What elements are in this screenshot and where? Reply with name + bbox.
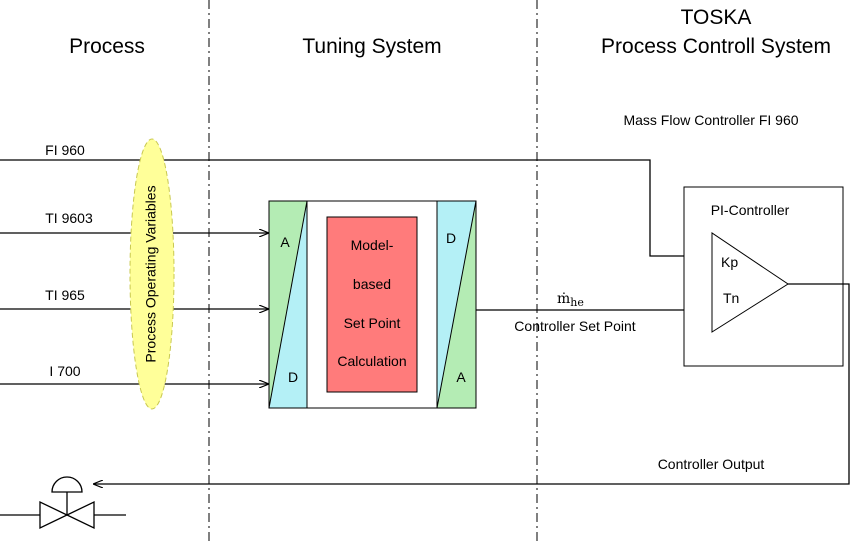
model-line-2: based bbox=[353, 276, 391, 292]
controller-output-label: Controller Output bbox=[658, 456, 765, 472]
pi-controller-title: PI-Controller bbox=[711, 202, 790, 218]
da-converter-right bbox=[436, 200, 477, 409]
input-label-ti965: TI 965 bbox=[45, 287, 85, 303]
setpoint-label: Controller Set Point bbox=[514, 318, 636, 334]
mass-flow-controller-label: Mass Flow Controller FI 960 bbox=[623, 112, 798, 128]
operating-variables-label: Process Operating Variables bbox=[143, 185, 159, 362]
wire-fi960 bbox=[0, 159, 712, 256]
model-line-3: Set Point bbox=[344, 315, 401, 331]
operating-variables-ellipse bbox=[129, 138, 175, 410]
converter-left-bottom-label: D bbox=[288, 369, 298, 385]
setpoint-symbol: ṁhe bbox=[557, 291, 584, 309]
control-valve-icon bbox=[0, 476, 126, 530]
model-line-4: Calculation bbox=[337, 353, 406, 369]
model-block bbox=[326, 216, 418, 393]
converter-left-top-label: A bbox=[280, 234, 290, 250]
converter-right-top-label: D bbox=[446, 230, 456, 246]
input-label-i700: I 700 bbox=[49, 363, 80, 379]
wire-controller-output bbox=[94, 283, 850, 484]
pi-kp-label: Kp bbox=[721, 254, 738, 270]
header-process-control-system: Process Controll System bbox=[601, 35, 831, 58]
model-line-1: Model- bbox=[351, 237, 394, 253]
pi-amplifier-triangle bbox=[711, 232, 789, 333]
header-toska: TOSKA bbox=[681, 6, 752, 29]
input-label-fi960: FI 960 bbox=[45, 142, 85, 158]
pi-tn-label: Tn bbox=[723, 290, 739, 306]
converter-right-bottom-label: A bbox=[456, 369, 466, 385]
input-label-ti9603: TI 9603 bbox=[45, 210, 93, 226]
ad-converter-left bbox=[268, 200, 308, 409]
header-process: Process bbox=[69, 35, 145, 58]
header-tuning-system: Tuning System bbox=[302, 35, 441, 58]
